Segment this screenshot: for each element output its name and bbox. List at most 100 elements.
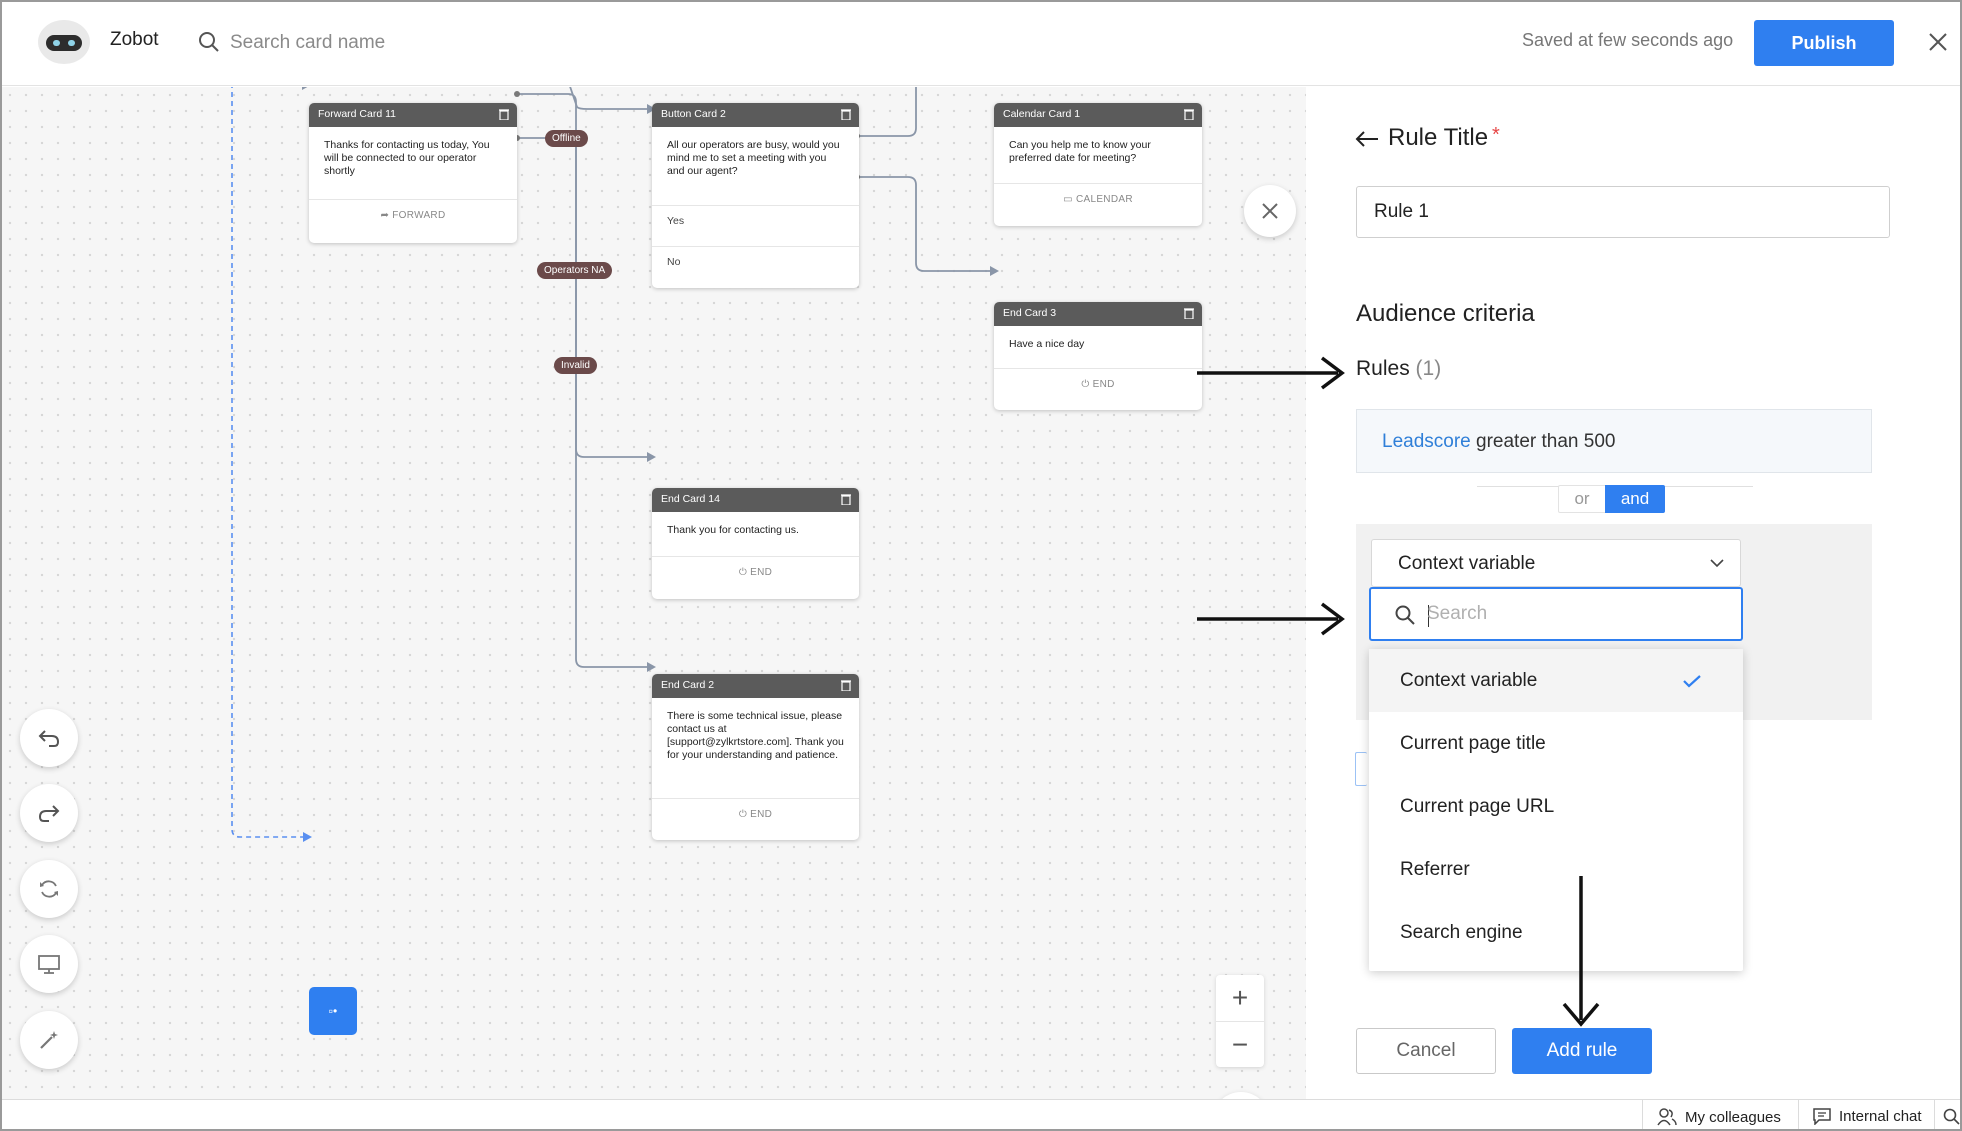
calendar-card[interactable]: Calendar Card 1 Can you help me to know … xyxy=(994,103,1202,226)
trash-icon[interactable] xyxy=(1184,307,1194,319)
top-bar: Zobot Saved at few seconds ago Publish xyxy=(2,2,1960,86)
calendar-icon: ▭ xyxy=(1063,194,1076,205)
option-current-page-title[interactable]: Current page title xyxy=(1400,733,1546,754)
trash-icon[interactable] xyxy=(841,679,851,691)
preview-button[interactable] xyxy=(1212,1092,1270,1099)
card-header: End Card 14 xyxy=(652,488,859,512)
rule-condition: greater than 500 xyxy=(1476,431,1616,452)
monitor-icon xyxy=(38,955,60,974)
rule-title-text: Rule Title xyxy=(1388,124,1489,151)
magic-wand-button[interactable] xyxy=(20,1011,78,1069)
redo-button[interactable] xyxy=(20,784,78,842)
card-type-label: END xyxy=(1092,379,1115,390)
card-header: Forward Card 11 xyxy=(309,103,517,127)
rule-panel: Rule Title* Audience criteria Rules (1) … xyxy=(1306,87,1960,1099)
zoom-out-button[interactable]: − xyxy=(1216,1021,1264,1067)
cancel-button[interactable]: Cancel xyxy=(1356,1028,1496,1074)
bottom-bar: My colleagues Internal chat xyxy=(2,1099,1960,1129)
flow-connectors xyxy=(231,87,999,842)
app-name: Zobot xyxy=(110,29,159,50)
card-type-label: END xyxy=(750,567,773,578)
card-title: Calendar Card 1 xyxy=(1003,108,1081,120)
card-header: End Card 2 xyxy=(652,674,859,698)
card-header: End Card 3 xyxy=(994,302,1202,326)
card-search[interactable] xyxy=(198,28,498,58)
card-type-footer: ⏻ END xyxy=(652,556,859,588)
option-current-page-url[interactable]: Current page URL xyxy=(1400,796,1555,817)
existing-rule[interactable]: Leadscore greater than 500 xyxy=(1356,409,1872,473)
dropdown-search[interactable] xyxy=(1369,587,1743,641)
chevron-down-icon xyxy=(1710,559,1724,568)
close-icon[interactable] xyxy=(1924,28,1952,56)
add-rule-button[interactable]: Add rule xyxy=(1512,1028,1652,1074)
search-icon xyxy=(199,32,219,52)
rules-label-text: Rules xyxy=(1356,357,1410,380)
magic-wand-icon xyxy=(40,1031,58,1049)
hidden-field-edge xyxy=(1355,752,1367,786)
and-toggle[interactable]: and xyxy=(1605,485,1665,513)
undo-button[interactable] xyxy=(20,709,78,767)
rule-variable: Leadscore xyxy=(1382,431,1471,452)
trash-icon[interactable] xyxy=(1184,108,1194,120)
card-message: Thank you for contacting us. xyxy=(667,524,799,536)
trash-icon[interactable] xyxy=(841,108,851,120)
rule-title-label: Rule Title* xyxy=(1388,124,1500,152)
refresh-icon xyxy=(40,880,58,898)
trash-icon[interactable] xyxy=(499,108,509,120)
back-arrow-icon[interactable] xyxy=(1354,129,1380,149)
undo-icon xyxy=(38,730,60,747)
zoom-controls: + − xyxy=(1216,975,1264,1067)
start-node[interactable]: ▫• xyxy=(309,987,357,1035)
card-message: Have a nice day xyxy=(1009,338,1085,350)
search-icon xyxy=(1943,1108,1960,1125)
checkmark-icon xyxy=(1683,675,1701,688)
flow-canvas[interactable]: Forward Card 11 Thanks for contacting us… xyxy=(2,87,1306,1099)
criteria-type-select[interactable]: Context variable xyxy=(1371,539,1741,587)
rule-title-input[interactable] xyxy=(1356,186,1890,238)
edge-label-operators-na: Operators NA xyxy=(537,262,613,279)
search-input[interactable] xyxy=(230,28,490,58)
close-panel-button[interactable] xyxy=(1244,185,1296,237)
card-header: Calendar Card 1 xyxy=(994,103,1202,127)
zoom-in-button[interactable]: + xyxy=(1231,982,1249,1013)
saved-status: Saved at few seconds ago xyxy=(1522,30,1734,50)
refresh-button[interactable] xyxy=(20,860,78,918)
card-type-footer: ⏻ END xyxy=(994,368,1202,400)
card-message: There is some technical issue, please co… xyxy=(667,710,844,761)
card-title: End Card 14 xyxy=(661,493,720,505)
end-card[interactable]: End Card 14 Thank you for contacting us.… xyxy=(652,488,859,599)
internal-chat-button[interactable]: Internal chat xyxy=(1798,1100,1934,1129)
card-type-label: CALENDAR xyxy=(1075,194,1133,205)
card-option-yes[interactable]: Yes xyxy=(652,205,859,246)
search-icon xyxy=(1395,605,1415,625)
people-icon xyxy=(1657,1108,1677,1126)
card-type-footer: ▭ CALENDAR xyxy=(994,183,1202,215)
redo-icon xyxy=(38,805,60,822)
dropdown-search-input[interactable] xyxy=(1427,601,1727,627)
option-referrer[interactable]: Referrer xyxy=(1400,859,1470,880)
colleagues-label: My colleagues xyxy=(1685,1109,1781,1126)
bot-logo-icon xyxy=(38,20,90,64)
or-toggle[interactable]: or xyxy=(1558,485,1606,513)
preview-screen-button[interactable] xyxy=(20,935,78,993)
card-title: End Card 3 xyxy=(1003,307,1057,319)
global-search-button[interactable] xyxy=(1934,1100,1960,1129)
trash-icon[interactable] xyxy=(841,493,851,505)
card-type-label: END xyxy=(750,809,773,820)
card-option-no[interactable]: No xyxy=(652,246,859,287)
option-context-variable[interactable]: Context variable xyxy=(1369,649,1743,712)
button-card[interactable]: Button Card 2 All our operators are busy… xyxy=(652,103,859,288)
forward-card[interactable]: Forward Card 11 Thanks for contacting us… xyxy=(309,103,517,243)
required-mark: * xyxy=(1492,124,1500,146)
publish-button[interactable]: Publish xyxy=(1754,20,1894,66)
close-icon xyxy=(1262,203,1278,219)
audience-criteria-heading: Audience criteria xyxy=(1356,300,1535,327)
my-colleagues-button[interactable]: My colleagues xyxy=(1642,1100,1798,1129)
end-card[interactable]: End Card 3 Have a nice day ⏻ END xyxy=(994,302,1202,410)
option-search-engine[interactable]: Search engine xyxy=(1400,922,1523,943)
power-icon: ⏻ xyxy=(1081,379,1093,390)
option-label: Context variable xyxy=(1400,670,1538,691)
forward-icon: ➦ xyxy=(380,210,393,221)
end-card[interactable]: End Card 2 There is some technical issue… xyxy=(652,674,859,840)
